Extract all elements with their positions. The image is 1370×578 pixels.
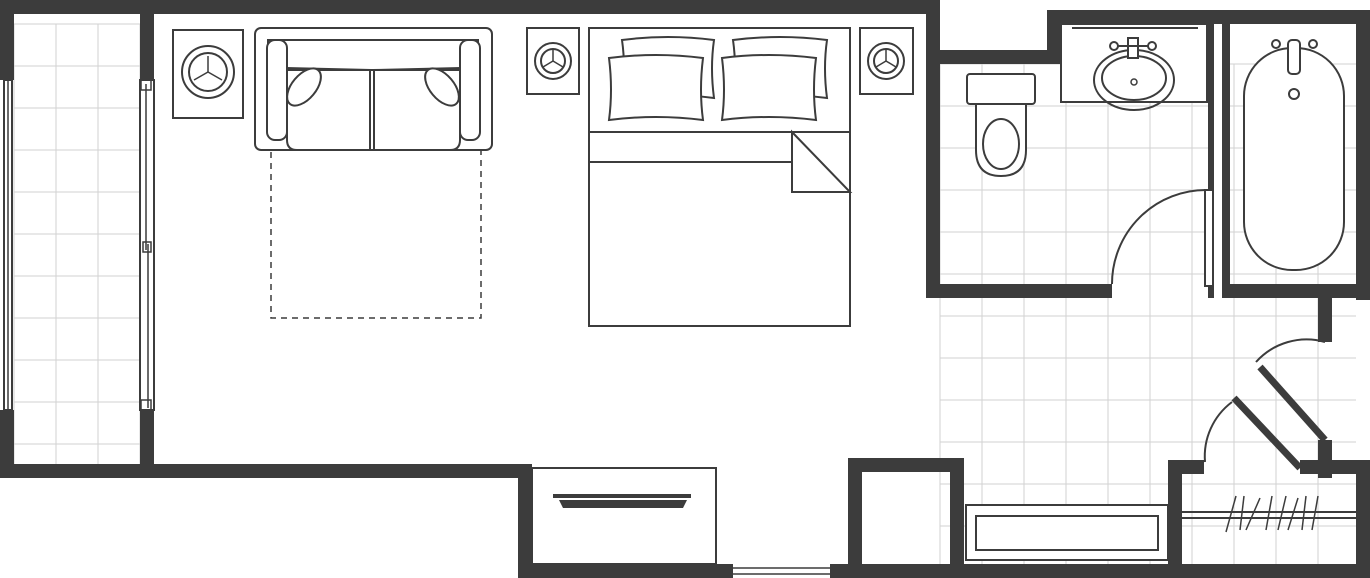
wardrobe-door-lower[interactable] <box>1203 395 1303 471</box>
nightstand-lamp-left <box>526 27 580 95</box>
tv-dresser <box>531 467 717 565</box>
pillows <box>607 36 829 122</box>
sofa <box>254 27 493 151</box>
bed <box>588 27 853 327</box>
bathroom-door[interactable] <box>1111 188 1214 287</box>
balcony-tile-grid <box>13 23 141 464</box>
hanging-rod <box>1182 495 1356 533</box>
bathtub <box>1243 39 1345 271</box>
area-rug <box>270 149 482 319</box>
end-table-lamp-left <box>172 29 244 119</box>
entry-door[interactable] <box>733 567 830 575</box>
nightstand-lamp-right <box>859 27 914 95</box>
vanity-sink <box>1060 23 1208 111</box>
wardrobe-door-upper[interactable] <box>1255 338 1328 443</box>
luggage-bench <box>965 504 1169 561</box>
sliding-door[interactable] <box>3 79 155 411</box>
toilet <box>966 73 1036 178</box>
